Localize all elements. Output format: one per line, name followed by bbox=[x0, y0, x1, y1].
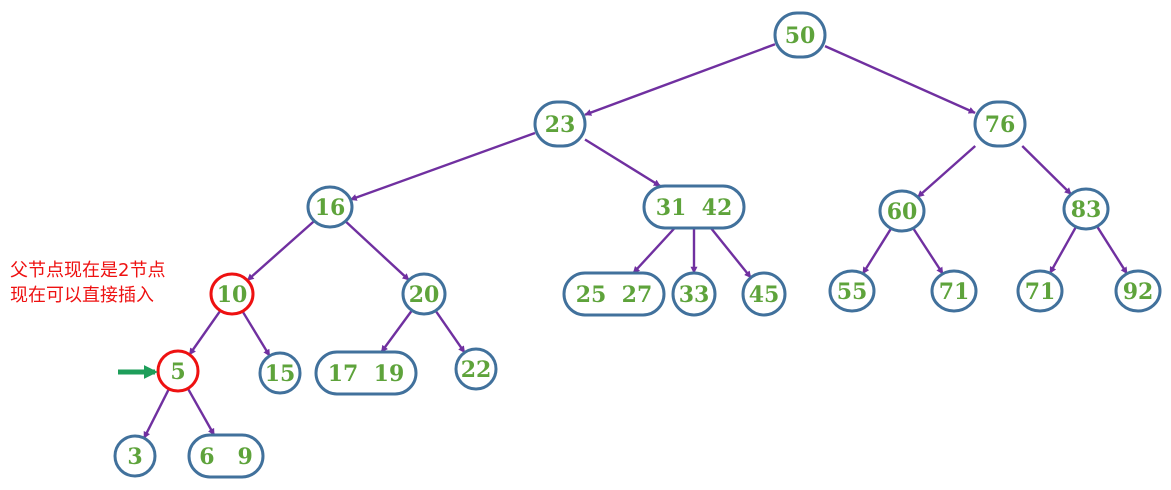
edge-n23-n3142 bbox=[584, 138, 661, 188]
edges-layer bbox=[142, 43, 1129, 439]
node-outline bbox=[258, 351, 302, 395]
node-outline bbox=[930, 269, 978, 313]
tree-node-n92: 92 bbox=[1114, 269, 1162, 313]
highlighted-node-outline bbox=[209, 272, 255, 316]
edge-n83-n71b bbox=[1048, 226, 1078, 274]
tree-node-n50: 50 bbox=[773, 11, 827, 59]
tree-node-n71a: 71 bbox=[930, 269, 978, 313]
node-label: 6 9 bbox=[199, 444, 253, 470]
edge-n60-n55 bbox=[861, 227, 893, 275]
node-label: 60 bbox=[887, 199, 918, 225]
edge-n3142-n2527 bbox=[632, 227, 676, 274]
tree-node-n10: 10 bbox=[209, 272, 255, 316]
node-label: 71 bbox=[939, 279, 970, 305]
tree-node-n3: 3 bbox=[113, 434, 157, 478]
node-outline bbox=[878, 189, 926, 233]
node-label: 15 bbox=[265, 361, 296, 387]
nodes-layer: 50 23 76 16 31 42 60 83 10 20 25 27 33 45 55 71 71 92 5 1… bbox=[113, 11, 1162, 479]
node-outline bbox=[642, 184, 746, 230]
tree-node-n20: 20 bbox=[401, 272, 447, 316]
tree-node-n5: 5 bbox=[156, 349, 200, 393]
edge-n5-n3 bbox=[142, 388, 171, 439]
edge-n16-n20 bbox=[344, 220, 410, 281]
tree-node-n45: 45 bbox=[741, 271, 787, 317]
edge-n76-n83 bbox=[1021, 145, 1072, 196]
node-label: 17 19 bbox=[328, 361, 405, 387]
node-label: 83 bbox=[1071, 197, 1102, 223]
tree-node-n22: 22 bbox=[454, 347, 498, 391]
edge-n16-n10 bbox=[246, 220, 316, 282]
tree-node-n76: 76 bbox=[973, 100, 1027, 148]
node-outline bbox=[113, 434, 157, 478]
tree-node-n69: 6 9 bbox=[187, 433, 265, 479]
node-label: 50 bbox=[785, 23, 816, 49]
node-label: 55 bbox=[837, 279, 868, 305]
node-outline bbox=[741, 271, 787, 317]
edge-n10-n5 bbox=[188, 309, 222, 356]
tree-node-n1719: 17 19 bbox=[314, 350, 418, 396]
edge-n83-n92 bbox=[1095, 225, 1129, 275]
highlighted-node-outline bbox=[156, 349, 200, 393]
node-label: 92 bbox=[1123, 279, 1154, 305]
tree-node-n33: 33 bbox=[671, 271, 717, 317]
node-label: 31 42 bbox=[656, 195, 733, 221]
tree-node-n16: 16 bbox=[306, 185, 354, 229]
edge-n50-n23 bbox=[584, 43, 776, 116]
node-label: 23 bbox=[545, 112, 576, 138]
node-label: 16 bbox=[315, 195, 346, 221]
tree-node-n23: 23 bbox=[533, 100, 587, 148]
annotation-line-2: 现在可以直接插入 bbox=[10, 285, 154, 306]
edge-n76-n60 bbox=[916, 145, 977, 198]
node-label: 45 bbox=[749, 282, 780, 308]
node-label: 76 bbox=[985, 112, 1016, 138]
tree-node-n2527: 25 27 bbox=[562, 271, 666, 317]
node-label: 71 bbox=[1025, 279, 1056, 305]
tree-node-n71b: 71 bbox=[1016, 269, 1064, 313]
node-label: 10 bbox=[217, 282, 248, 308]
node-outline bbox=[454, 347, 498, 391]
node-outline bbox=[828, 269, 876, 313]
edge-n50-n76 bbox=[824, 45, 976, 114]
node-outline bbox=[671, 271, 717, 317]
edge-n3142-n45 bbox=[709, 227, 752, 279]
node-outline bbox=[562, 271, 666, 317]
tree-node-n15: 15 bbox=[258, 351, 302, 395]
node-outline bbox=[533, 100, 587, 148]
node-outline bbox=[1114, 269, 1162, 313]
node-outline bbox=[314, 350, 418, 396]
node-label: 20 bbox=[409, 282, 440, 308]
node-outline bbox=[1062, 187, 1110, 231]
edge-n20-n1719 bbox=[380, 309, 413, 353]
tree-node-n83: 83 bbox=[1062, 187, 1110, 231]
node-outline bbox=[973, 100, 1027, 148]
node-label: 5 bbox=[170, 359, 185, 385]
edge-n20-n22 bbox=[434, 310, 466, 354]
node-label: 22 bbox=[461, 357, 492, 383]
node-outline bbox=[1016, 269, 1064, 313]
annotation-line-1: 父节点现在是2节点 bbox=[10, 260, 166, 281]
node-outline bbox=[401, 272, 447, 316]
edge-n10-n15 bbox=[241, 310, 271, 357]
node-label: 33 bbox=[679, 282, 710, 308]
tree-node-n55: 55 bbox=[828, 269, 876, 313]
node-outline bbox=[306, 185, 354, 229]
edge-n60-n71a bbox=[912, 227, 944, 275]
node-outline bbox=[187, 433, 265, 479]
tree-node-n3142: 31 42 bbox=[642, 184, 746, 230]
edge-n5-n69 bbox=[186, 387, 216, 436]
node-outline bbox=[773, 11, 827, 59]
edge-n23-n16 bbox=[349, 131, 536, 201]
node-label: 3 bbox=[127, 444, 142, 470]
node-label: 25 27 bbox=[576, 282, 653, 308]
tree-node-n60: 60 bbox=[878, 189, 926, 233]
